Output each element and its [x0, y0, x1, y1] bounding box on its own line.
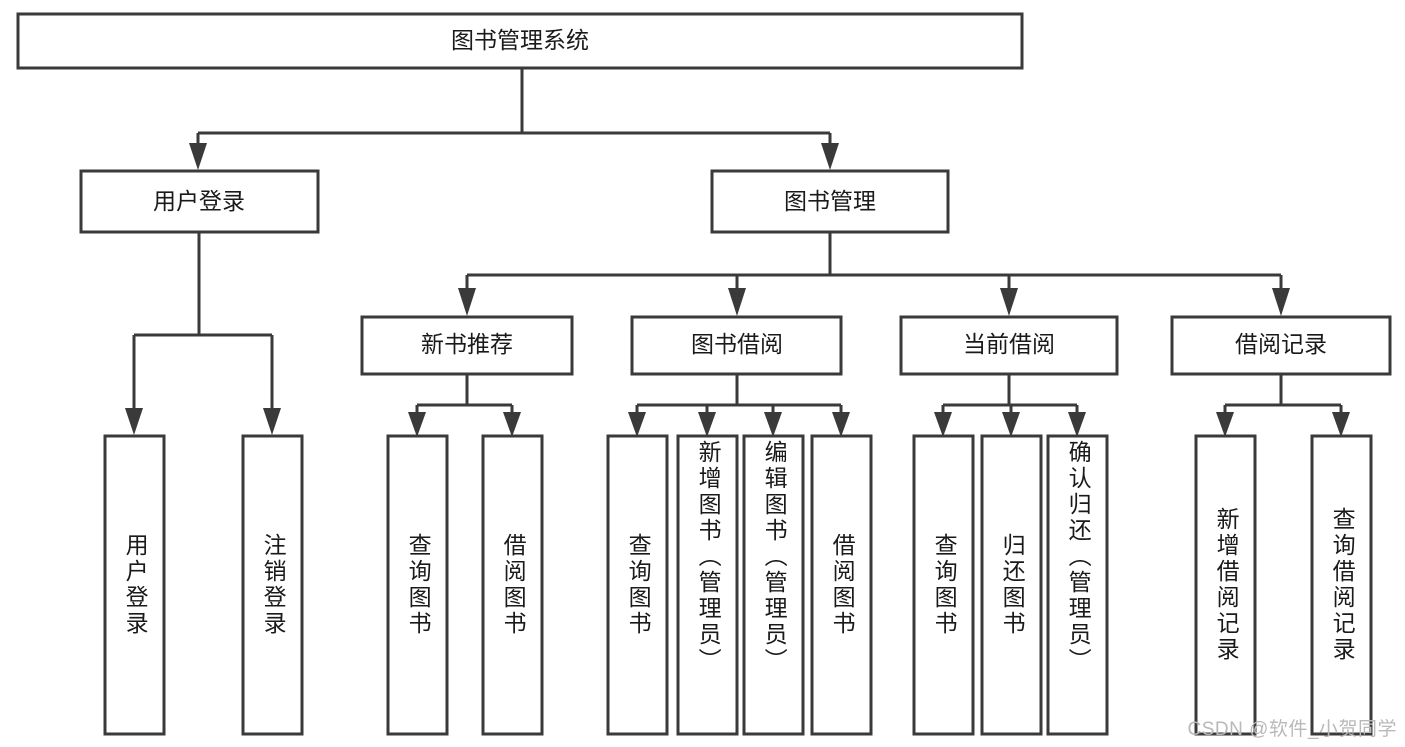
leaf-logout[interactable]: [241, 434, 304, 736]
watermark-text: CSDN @软件_小贺同学: [1187, 719, 1397, 740]
label-root: 图书管理系统: [451, 27, 589, 53]
node-borrow-record[interactable]: [1170, 315, 1392, 376]
leaf-add-borrow-record[interactable]: [1194, 434, 1257, 736]
arrow-head-leaf-confirm-return: [1068, 412, 1086, 437]
arrow-head-leaf-return-book: [1002, 412, 1020, 437]
node-new-book-recommend[interactable]: [360, 315, 574, 376]
node-root[interactable]: [16, 12, 1024, 70]
node-current-borrow[interactable]: [899, 315, 1119, 376]
arrow-head-leaf-query-book-2: [628, 412, 646, 437]
node-book-management[interactable]: [710, 169, 950, 234]
arrow-head-user-login: [189, 143, 207, 170]
arrow-head-leaf-user-login: [125, 408, 143, 435]
arrow-head-leaf-borrow-book-1: [503, 412, 521, 437]
node-user-login[interactable]: [79, 169, 320, 234]
leaf-query-book-recommend[interactable]: [386, 434, 449, 736]
arrow-head-new-book-recommend: [458, 288, 476, 316]
arrow-head-current-borrow: [1000, 288, 1018, 316]
leaf-edit-book-admin[interactable]: [742, 434, 805, 736]
node-book-borrow[interactable]: [630, 315, 843, 376]
leaf-borrow-book[interactable]: [810, 434, 873, 736]
boxes-group: [16, 12, 1392, 736]
leaf-query-book-current[interactable]: [912, 434, 975, 736]
label-borrow-record: 借阅记录: [1235, 331, 1327, 357]
arrow-head-leaf-add-book: [698, 412, 716, 437]
leaf-borrow-book-recommend[interactable]: [481, 434, 544, 736]
arrow-head-leaf-query-record: [1332, 412, 1350, 437]
leaf-query-book-borrow[interactable]: [606, 434, 669, 736]
arrow-head-leaf-borrow-book-2: [832, 412, 850, 437]
arrow-head-book-mgmt: [821, 143, 839, 170]
leaf-return-book[interactable]: [980, 434, 1043, 736]
label-user-login: 用户登录: [153, 188, 245, 214]
arrow-head-leaf-edit-book: [764, 412, 782, 437]
leaf-user-login[interactable]: [103, 434, 166, 736]
connectors-group: [125, 68, 1350, 437]
label-book-management: 图书管理: [784, 188, 876, 214]
arrow-head-leaf-query-book-3: [934, 412, 952, 437]
arrow-head-leaf-query-book-1: [408, 412, 426, 437]
label-book-borrow: 图书借阅: [691, 331, 783, 357]
leaf-confirm-return-admin[interactable]: [1046, 434, 1109, 736]
label-current-borrow: 当前借阅: [963, 331, 1055, 357]
arrow-head-leaf-logout: [263, 408, 281, 435]
labels-group: 图书管理系统 用户登录 图书管理 新书推荐 图书借阅 当前借阅 借阅记录: [153, 27, 1327, 357]
leaf-add-book-admin[interactable]: [676, 434, 739, 736]
leaf-query-borrow-record[interactable]: [1310, 434, 1373, 736]
arrow-head-book-borrow: [728, 288, 746, 316]
label-new-book-recommend: 新书推荐: [421, 331, 513, 357]
arrow-head-borrow-record: [1272, 288, 1290, 316]
arrow-head-leaf-add-record: [1216, 412, 1234, 437]
